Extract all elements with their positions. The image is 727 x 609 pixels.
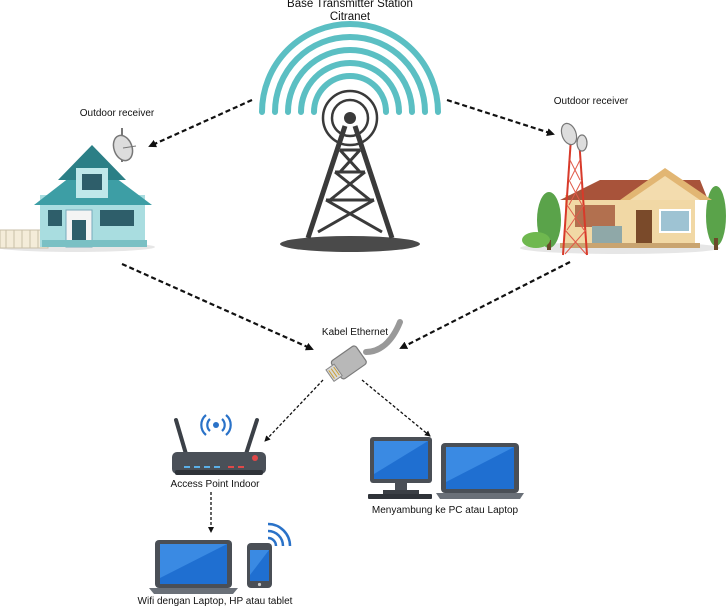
arrow-ethernet-to-router <box>264 379 324 442</box>
monitor-icon <box>368 437 432 499</box>
access-point-label: Access Point Indoor <box>170 479 260 490</box>
wifi-icon <box>267 522 292 547</box>
laptop-icon <box>436 443 524 499</box>
router-icon <box>172 418 266 475</box>
house-icon <box>520 168 726 254</box>
bts-title-line2: Citranet <box>329 11 371 23</box>
outdoor-receiver-right-label: Outdoor receiver <box>553 96 629 107</box>
bts-title: Base Transmitter Station Citranet <box>262 0 438 24</box>
ethernet-plug-icon <box>325 319 403 383</box>
signal-arcs-icon <box>259 21 441 115</box>
radio-mast-icon <box>560 122 588 256</box>
wifi-devices-label: Wifi dengan Laptop, HP atau tablet <box>137 596 293 607</box>
arrow-left-house-to-ethernet <box>121 262 314 351</box>
laptop-icon <box>149 540 238 594</box>
bts-title-line1: Base Transmitter Station <box>287 0 413 10</box>
house-icon <box>0 145 155 252</box>
tower-icon <box>280 89 420 252</box>
pc-laptop-label: Menyambung ke PC atau Laptop <box>371 505 519 516</box>
satellite-dish-icon <box>112 128 137 162</box>
phone-icon <box>247 543 272 588</box>
connection-arrows <box>121 98 571 351</box>
ethernet-cable-label: Kabel Ethernet <box>321 327 389 338</box>
arrow-bts-to-right-receiver <box>446 98 555 136</box>
arrow-bts-to-left-receiver <box>148 98 253 148</box>
arrow-right-house-to-ethernet <box>399 261 571 349</box>
arrow-ethernet-to-pc <box>361 379 431 437</box>
wifi-icon <box>200 414 232 436</box>
outdoor-receiver-left-label: Outdoor receiver <box>79 108 155 119</box>
connection-arrows-small <box>208 379 431 533</box>
